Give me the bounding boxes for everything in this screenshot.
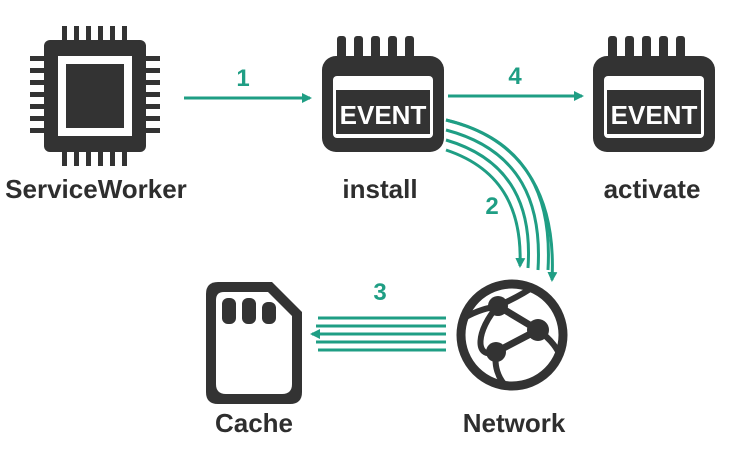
step-1-label: 1: [236, 65, 249, 92]
step-4-label: 4: [508, 63, 522, 90]
network-globe-icon: [456, 279, 568, 391]
step-3-label: 3: [373, 279, 386, 306]
step-2-label: 2: [485, 193, 498, 220]
calendar-event-icon: EVENT: [322, 36, 444, 152]
network-label: Network: [463, 408, 566, 438]
install-event-badge: EVENT: [340, 100, 427, 130]
install-label: install: [342, 174, 417, 204]
calendar-event-icon: EVENT: [593, 36, 715, 152]
cpu-chip-icon: [30, 26, 160, 166]
arrow-step-2: [445, 118, 558, 282]
activate-label: activate: [604, 174, 701, 204]
sd-card-icon: [206, 282, 302, 404]
service-worker-label: ServiceWorker: [5, 174, 187, 204]
arrow-step-3: [310, 316, 446, 352]
activate-event-badge: EVENT: [611, 100, 698, 130]
cache-label: Cache: [215, 408, 293, 438]
